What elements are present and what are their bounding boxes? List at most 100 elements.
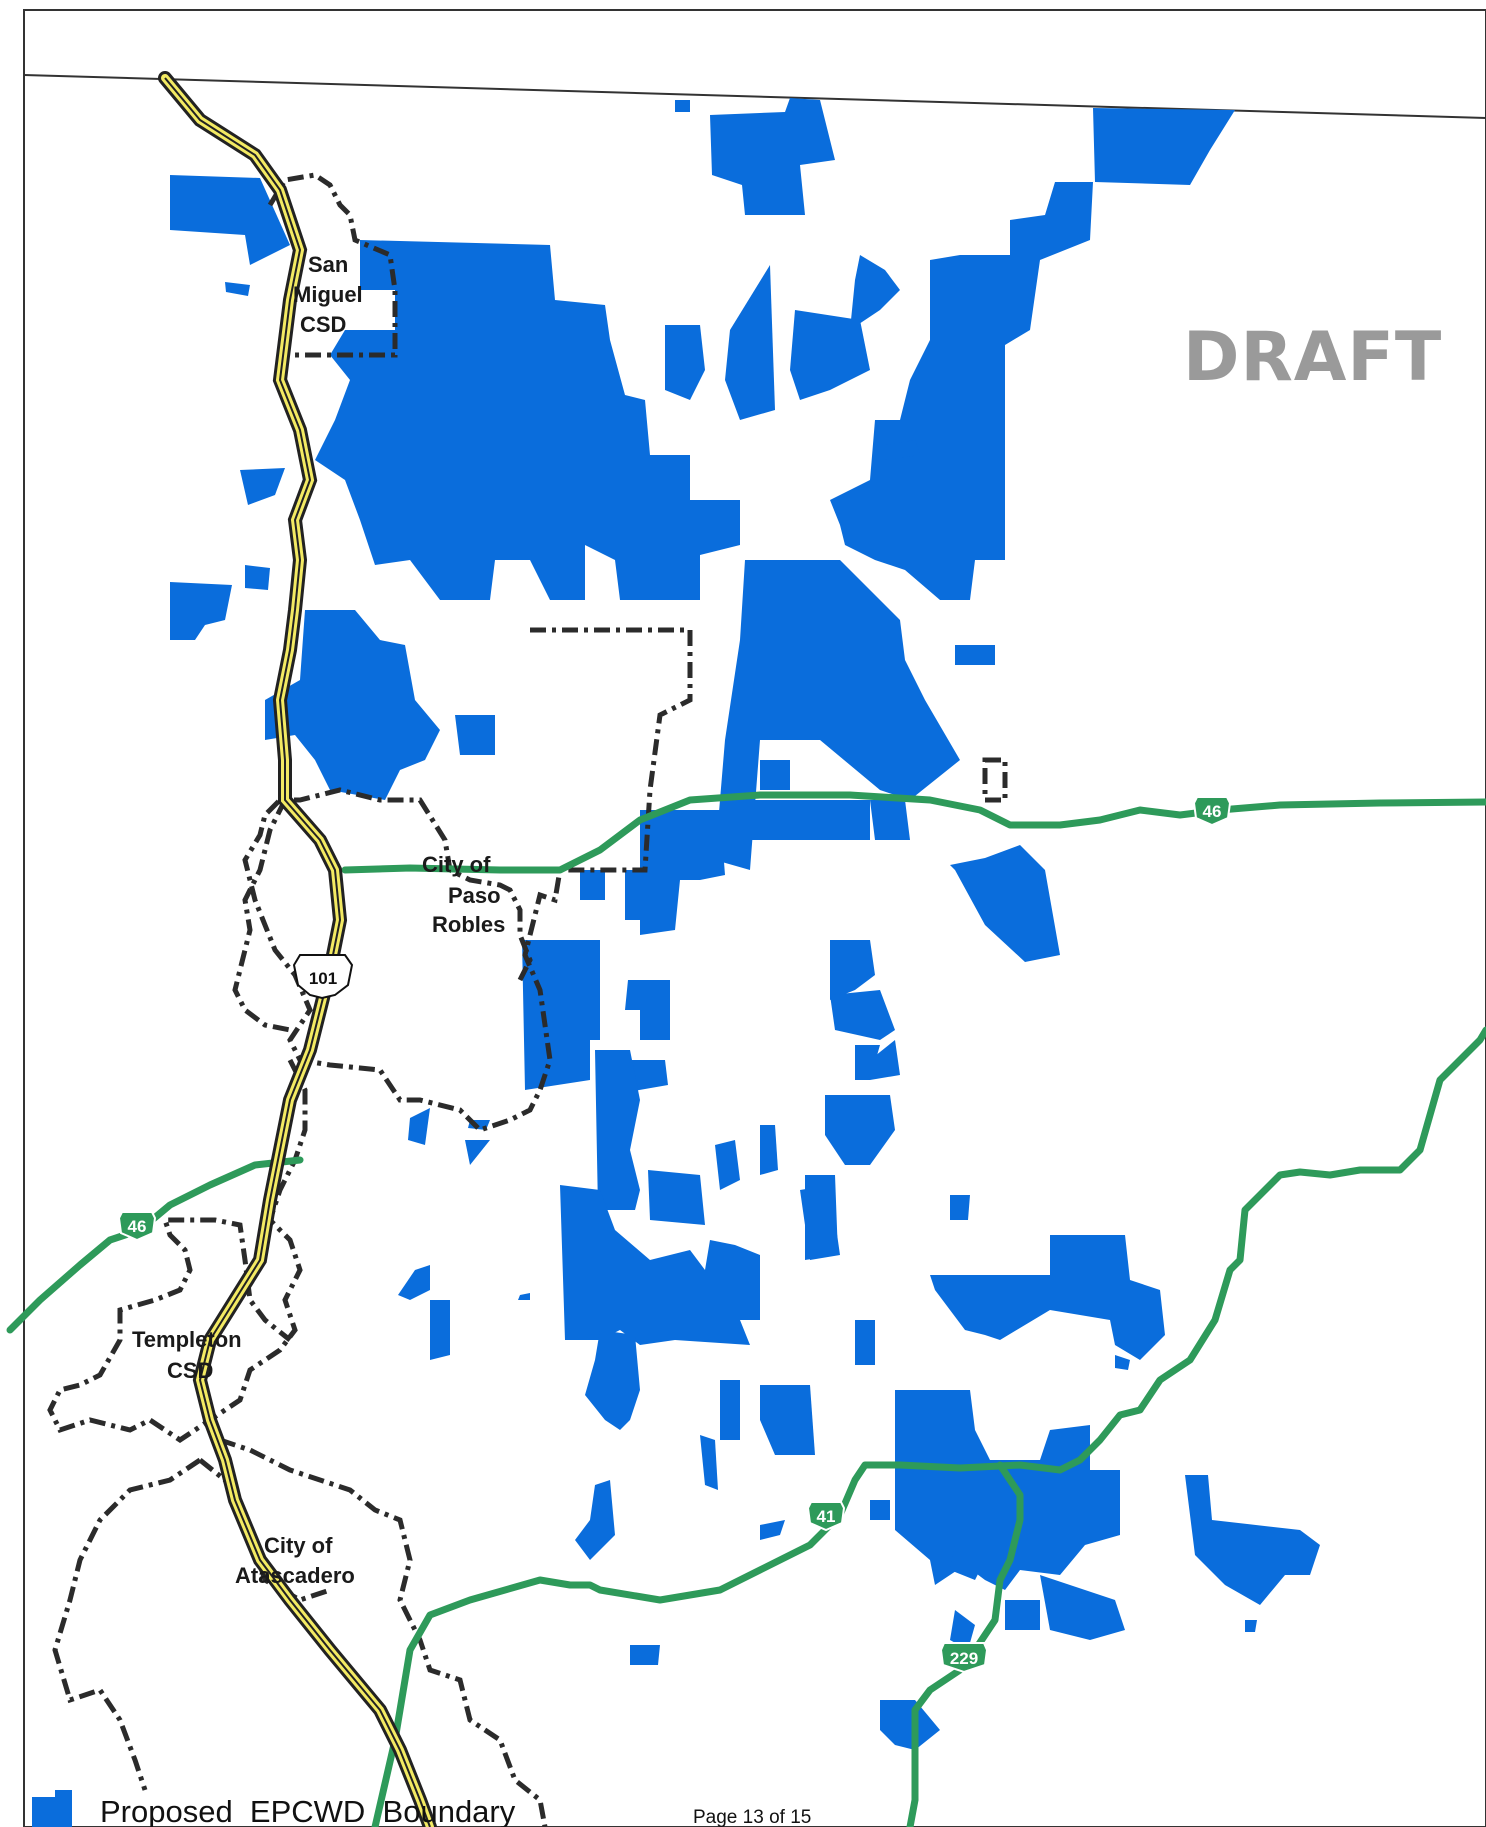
us-101-freeway bbox=[158, 71, 437, 1827]
shield-229: 229 bbox=[939, 1642, 989, 1674]
parcel-small-1 bbox=[408, 1108, 430, 1145]
parcel-se-far-tiny bbox=[1245, 1620, 1257, 1632]
parcel-arm-north-1 bbox=[725, 265, 775, 420]
parcel-south-5 bbox=[575, 1480, 615, 1560]
place-labels: San Miguel CSD City of Paso Robles Templ… bbox=[132, 252, 505, 1588]
label-paso-line3: Robles bbox=[432, 912, 505, 937]
sr-41-shield-icon bbox=[806, 1501, 846, 1532]
parcel-south-11 bbox=[880, 1700, 940, 1750]
parcel-south-core bbox=[522, 940, 600, 1090]
parcel-south-tail bbox=[585, 1330, 640, 1430]
parcel-east-corridor bbox=[715, 560, 960, 870]
sr-46-west-shield-label: 46 bbox=[128, 1217, 147, 1236]
parcel-south-10 bbox=[630, 1645, 660, 1665]
district-boundaries bbox=[47, 172, 1008, 1827]
sr-229-shield-icon bbox=[939, 1642, 989, 1674]
parcel-small-62 bbox=[955, 645, 995, 665]
parcel-ne-corner bbox=[1093, 108, 1235, 185]
parcel-west-tiny bbox=[225, 282, 250, 296]
boundary-atascadero-west bbox=[52, 1457, 202, 1791]
parcel-south-inner bbox=[648, 1170, 705, 1225]
parcel-small-mid-1 bbox=[885, 440, 920, 460]
map-top-rule bbox=[23, 74, 1486, 119]
shield-us-101: 101 bbox=[292, 954, 354, 1000]
parcel-se-block bbox=[930, 1235, 1165, 1360]
shield-46-west: 46 bbox=[117, 1211, 157, 1242]
parcel-west-sq bbox=[245, 565, 270, 590]
parcel-northwest bbox=[170, 175, 290, 265]
label-templeton-line1: Templeton bbox=[132, 1327, 242, 1352]
parcel-small-4 bbox=[430, 1300, 450, 1360]
shield-41: 41 bbox=[806, 1501, 846, 1532]
parcel-small-6 bbox=[465, 1140, 490, 1165]
boundary-dashed-east bbox=[982, 757, 1008, 803]
parcel-south-12 bbox=[950, 1610, 975, 1650]
boundary-paso-robles bbox=[242, 627, 693, 1133]
parcel-arm-north-4 bbox=[790, 310, 870, 400]
sr-46-east-shield-icon bbox=[1192, 796, 1232, 827]
parcel-east-large bbox=[830, 182, 1093, 600]
parcel-se-3 bbox=[1005, 1600, 1040, 1630]
label-paso-line1: City of bbox=[422, 852, 491, 877]
parcel-west-mid bbox=[265, 610, 440, 800]
sr-229-shield-label: 229 bbox=[950, 1649, 978, 1668]
boundary-san-miguel bbox=[267, 172, 398, 358]
parcel-south-spine bbox=[595, 1050, 640, 1210]
label-paso-line2: Paso bbox=[448, 883, 501, 908]
parcel-south-4 bbox=[700, 1435, 718, 1490]
parcel-se-tiny-1 bbox=[950, 1195, 970, 1220]
parcel-north-a bbox=[710, 98, 835, 215]
highway-41 bbox=[371, 1026, 1486, 1827]
label-atascadero-line1: City of bbox=[264, 1533, 333, 1558]
parcel-se-tiny-2 bbox=[1115, 1355, 1130, 1370]
parcel-south-6 bbox=[760, 1520, 785, 1540]
parcel-south-3 bbox=[760, 1385, 815, 1455]
parcel-arm-north-3 bbox=[665, 325, 705, 400]
legend: Proposed EPCWD Boundary bbox=[32, 1790, 516, 1827]
parcel-mid-strip-2 bbox=[760, 1125, 778, 1175]
parcel-small-5 bbox=[518, 1293, 530, 1300]
us-101-shield-label: 101 bbox=[309, 969, 337, 988]
sr-46-west-shield-icon bbox=[117, 1211, 157, 1242]
parcel-west-mid-2 bbox=[455, 715, 495, 755]
parcel-main-north bbox=[315, 240, 740, 600]
parcel-paso-south bbox=[625, 870, 675, 920]
parcel-small-3 bbox=[398, 1265, 430, 1300]
parcel-east-block bbox=[950, 845, 1060, 962]
parcel-south-7 bbox=[870, 1500, 890, 1520]
parcel-east-ew-1 bbox=[625, 980, 670, 1040]
parcel-se-sq bbox=[855, 1320, 875, 1365]
parcel-south-13 bbox=[695, 1295, 720, 1305]
highway-46-east bbox=[341, 791, 1486, 874]
parcel-south-2 bbox=[720, 1380, 740, 1440]
draft-watermark: DRAFT bbox=[1183, 318, 1442, 397]
us-101-shield-icon bbox=[292, 954, 354, 1000]
boundary-atascadero bbox=[219, 1437, 548, 1827]
sr-46-east-shield-label: 46 bbox=[1203, 802, 1222, 821]
sr-41-shield-label: 41 bbox=[817, 1507, 836, 1526]
parcel-south-9 bbox=[950, 1545, 985, 1580]
parcel-paso-east-a bbox=[760, 760, 790, 790]
parcel-north-small bbox=[675, 100, 690, 112]
parcel-mid-strip-1 bbox=[715, 1140, 740, 1190]
parcel-se-far bbox=[1185, 1475, 1320, 1605]
parcel-paso-south-2 bbox=[580, 870, 605, 900]
label-templeton-line2: CSD bbox=[167, 1358, 213, 1383]
parcel-se-2 bbox=[1040, 1575, 1125, 1640]
shield-46-east: 46 bbox=[1192, 796, 1232, 827]
parcel-col-4 bbox=[825, 1095, 895, 1165]
parcel-col-5 bbox=[870, 1040, 900, 1080]
parcel-east-46 bbox=[745, 800, 870, 840]
boundary-templeton bbox=[47, 1058, 308, 1444]
label-san-miguel-line1: San bbox=[308, 252, 348, 277]
parcel-col-3 bbox=[855, 1045, 880, 1080]
legend-label: Proposed EPCWD Boundary bbox=[100, 1794, 516, 1827]
legend-swatch-icon bbox=[32, 1790, 72, 1827]
parcel-west-1 bbox=[240, 468, 285, 505]
label-san-miguel-line2: Miguel bbox=[293, 282, 363, 307]
parcel-col-2 bbox=[830, 990, 895, 1040]
page-number: Page 13 of 15 bbox=[693, 1807, 811, 1827]
us-101-centerline bbox=[164, 77, 431, 1827]
district-parcels bbox=[170, 98, 1320, 1750]
